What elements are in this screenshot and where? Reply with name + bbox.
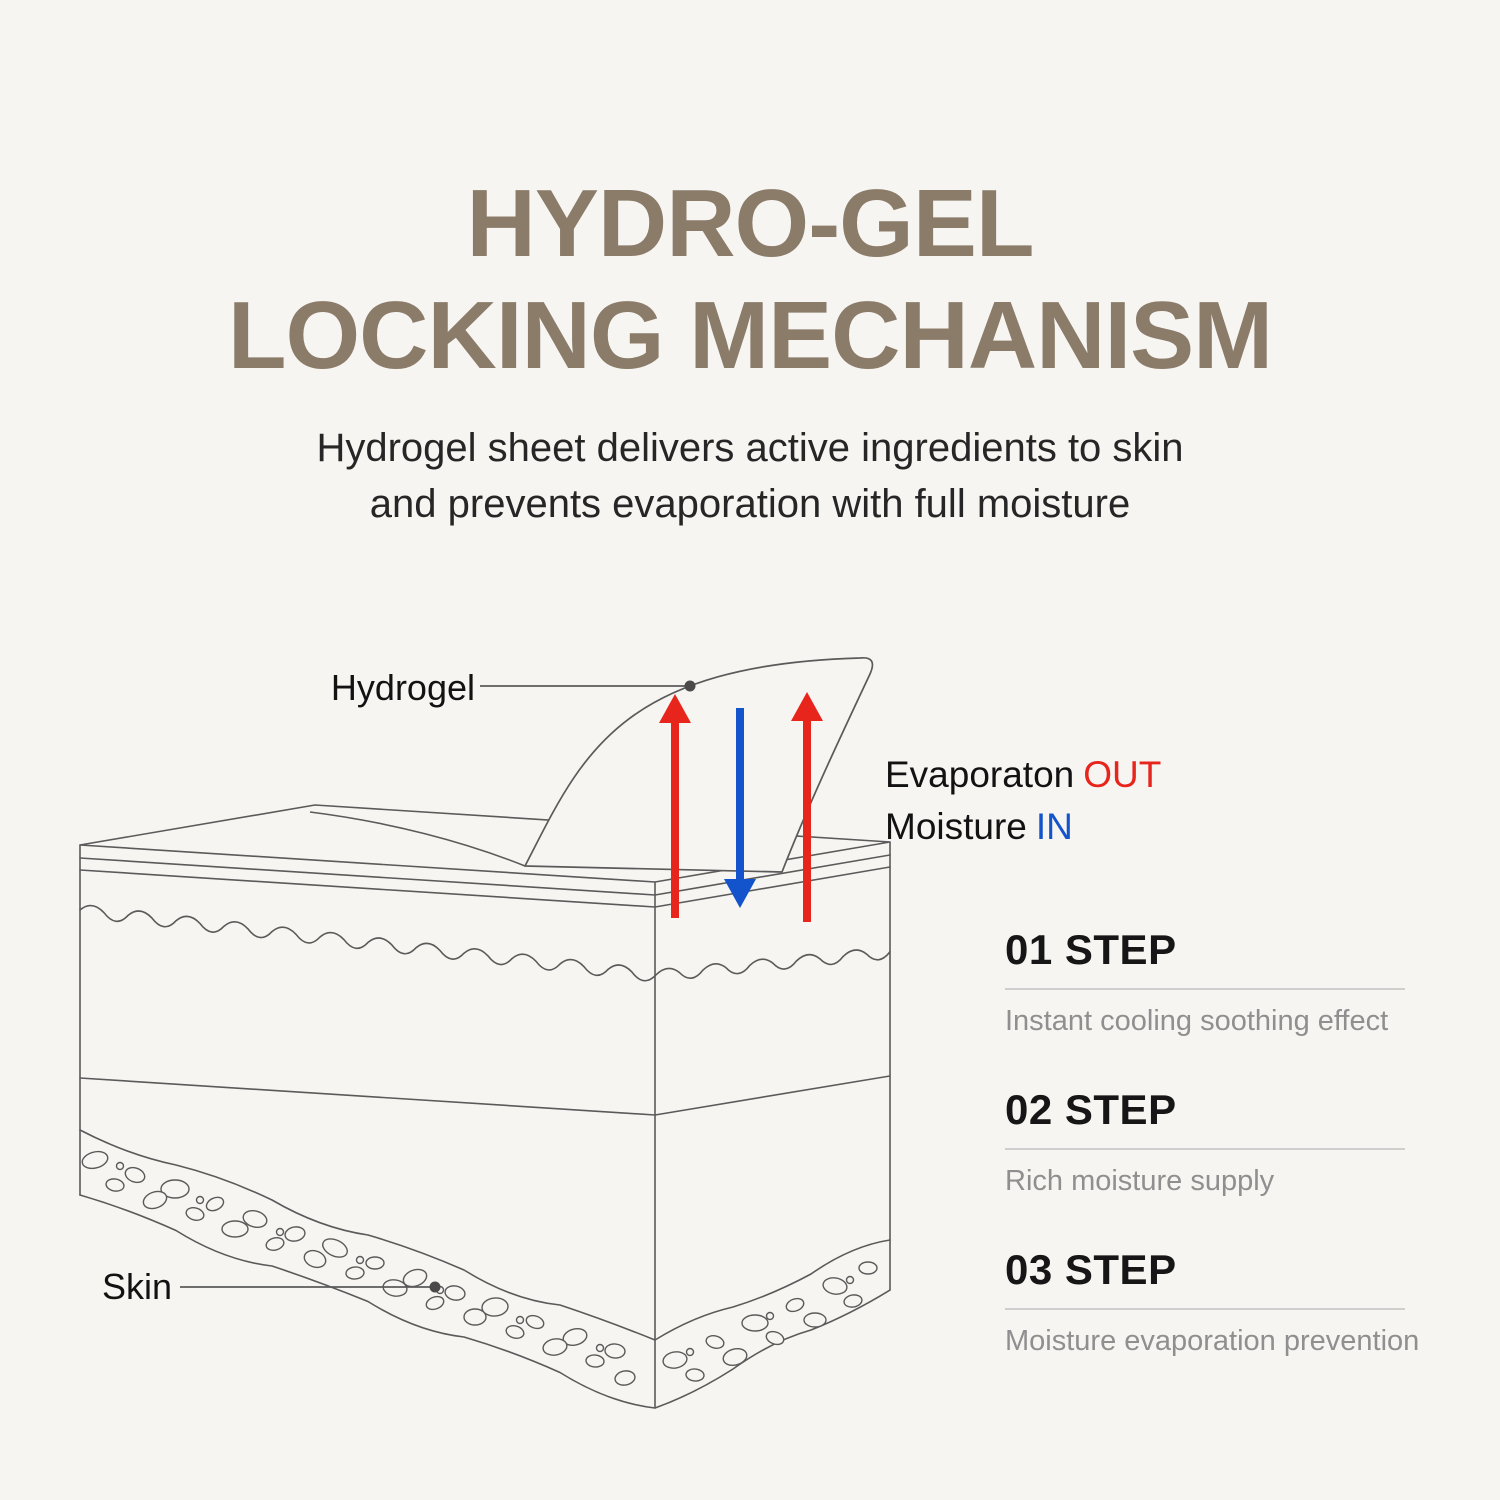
step-2-description: Rich moisture supply bbox=[1005, 1165, 1275, 1197]
step-2: 02 STEP Rich moisture supply bbox=[1005, 1086, 1405, 1199]
moisture-in-highlight: IN bbox=[1035, 806, 1073, 847]
pebble-layer bbox=[81, 1150, 878, 1386]
skin-label: Skin bbox=[102, 1266, 173, 1307]
page-title: HYDRO-GEL LOCKING MECHANISM bbox=[0, 168, 1500, 392]
evaporation-out-text: Evaporaton bbox=[885, 754, 1075, 795]
step-3: 03 STEP Moisture evaporation prevention bbox=[1005, 1246, 1420, 1359]
hydrogel-connector bbox=[480, 680, 696, 692]
evaporation-arrow-left-icon bbox=[659, 694, 691, 918]
step-2-divider bbox=[1005, 1148, 1405, 1150]
skin-block bbox=[79, 804, 891, 1409]
step-1-description: Instant cooling soothing effect bbox=[1005, 1005, 1389, 1037]
step-3-number: 03 STEP bbox=[1005, 1246, 1177, 1293]
hydrogel-label: Hydrogel bbox=[330, 667, 475, 708]
evaporation-arrow-right-icon bbox=[791, 692, 823, 922]
step-3-divider bbox=[1005, 1308, 1405, 1310]
step-1: 01 STEP Instant cooling soothing effect bbox=[1005, 926, 1405, 1039]
step-1-divider bbox=[1005, 988, 1405, 990]
title-line-2: LOCKING MECHANISM bbox=[227, 282, 1273, 389]
moisture-in-text: Moisture bbox=[885, 806, 1027, 847]
evaporation-out-highlight: OUT bbox=[1083, 754, 1162, 795]
skin-connector bbox=[180, 1281, 441, 1293]
subtitle-line-1: Hydrogel sheet delivers active ingredien… bbox=[316, 426, 1184, 470]
step-1-number: 01 STEP bbox=[1005, 926, 1177, 973]
skin-diagram bbox=[79, 656, 891, 1409]
hydrogel-connector-dot bbox=[684, 680, 696, 692]
subtitle: Hydrogel sheet delivers active ingredien… bbox=[0, 420, 1500, 532]
step-3-description: Moisture evaporation prevention bbox=[1005, 1325, 1420, 1357]
hydrogel-sheet bbox=[309, 656, 874, 873]
title-line-1: HYDRO-GEL bbox=[466, 170, 1035, 277]
skin-connector-dot bbox=[429, 1281, 441, 1293]
moisture-arrow-icon bbox=[724, 708, 756, 908]
step-2-number: 02 STEP bbox=[1005, 1086, 1177, 1133]
subtitle-line-2: and prevents evaporation with full moist… bbox=[369, 482, 1131, 526]
